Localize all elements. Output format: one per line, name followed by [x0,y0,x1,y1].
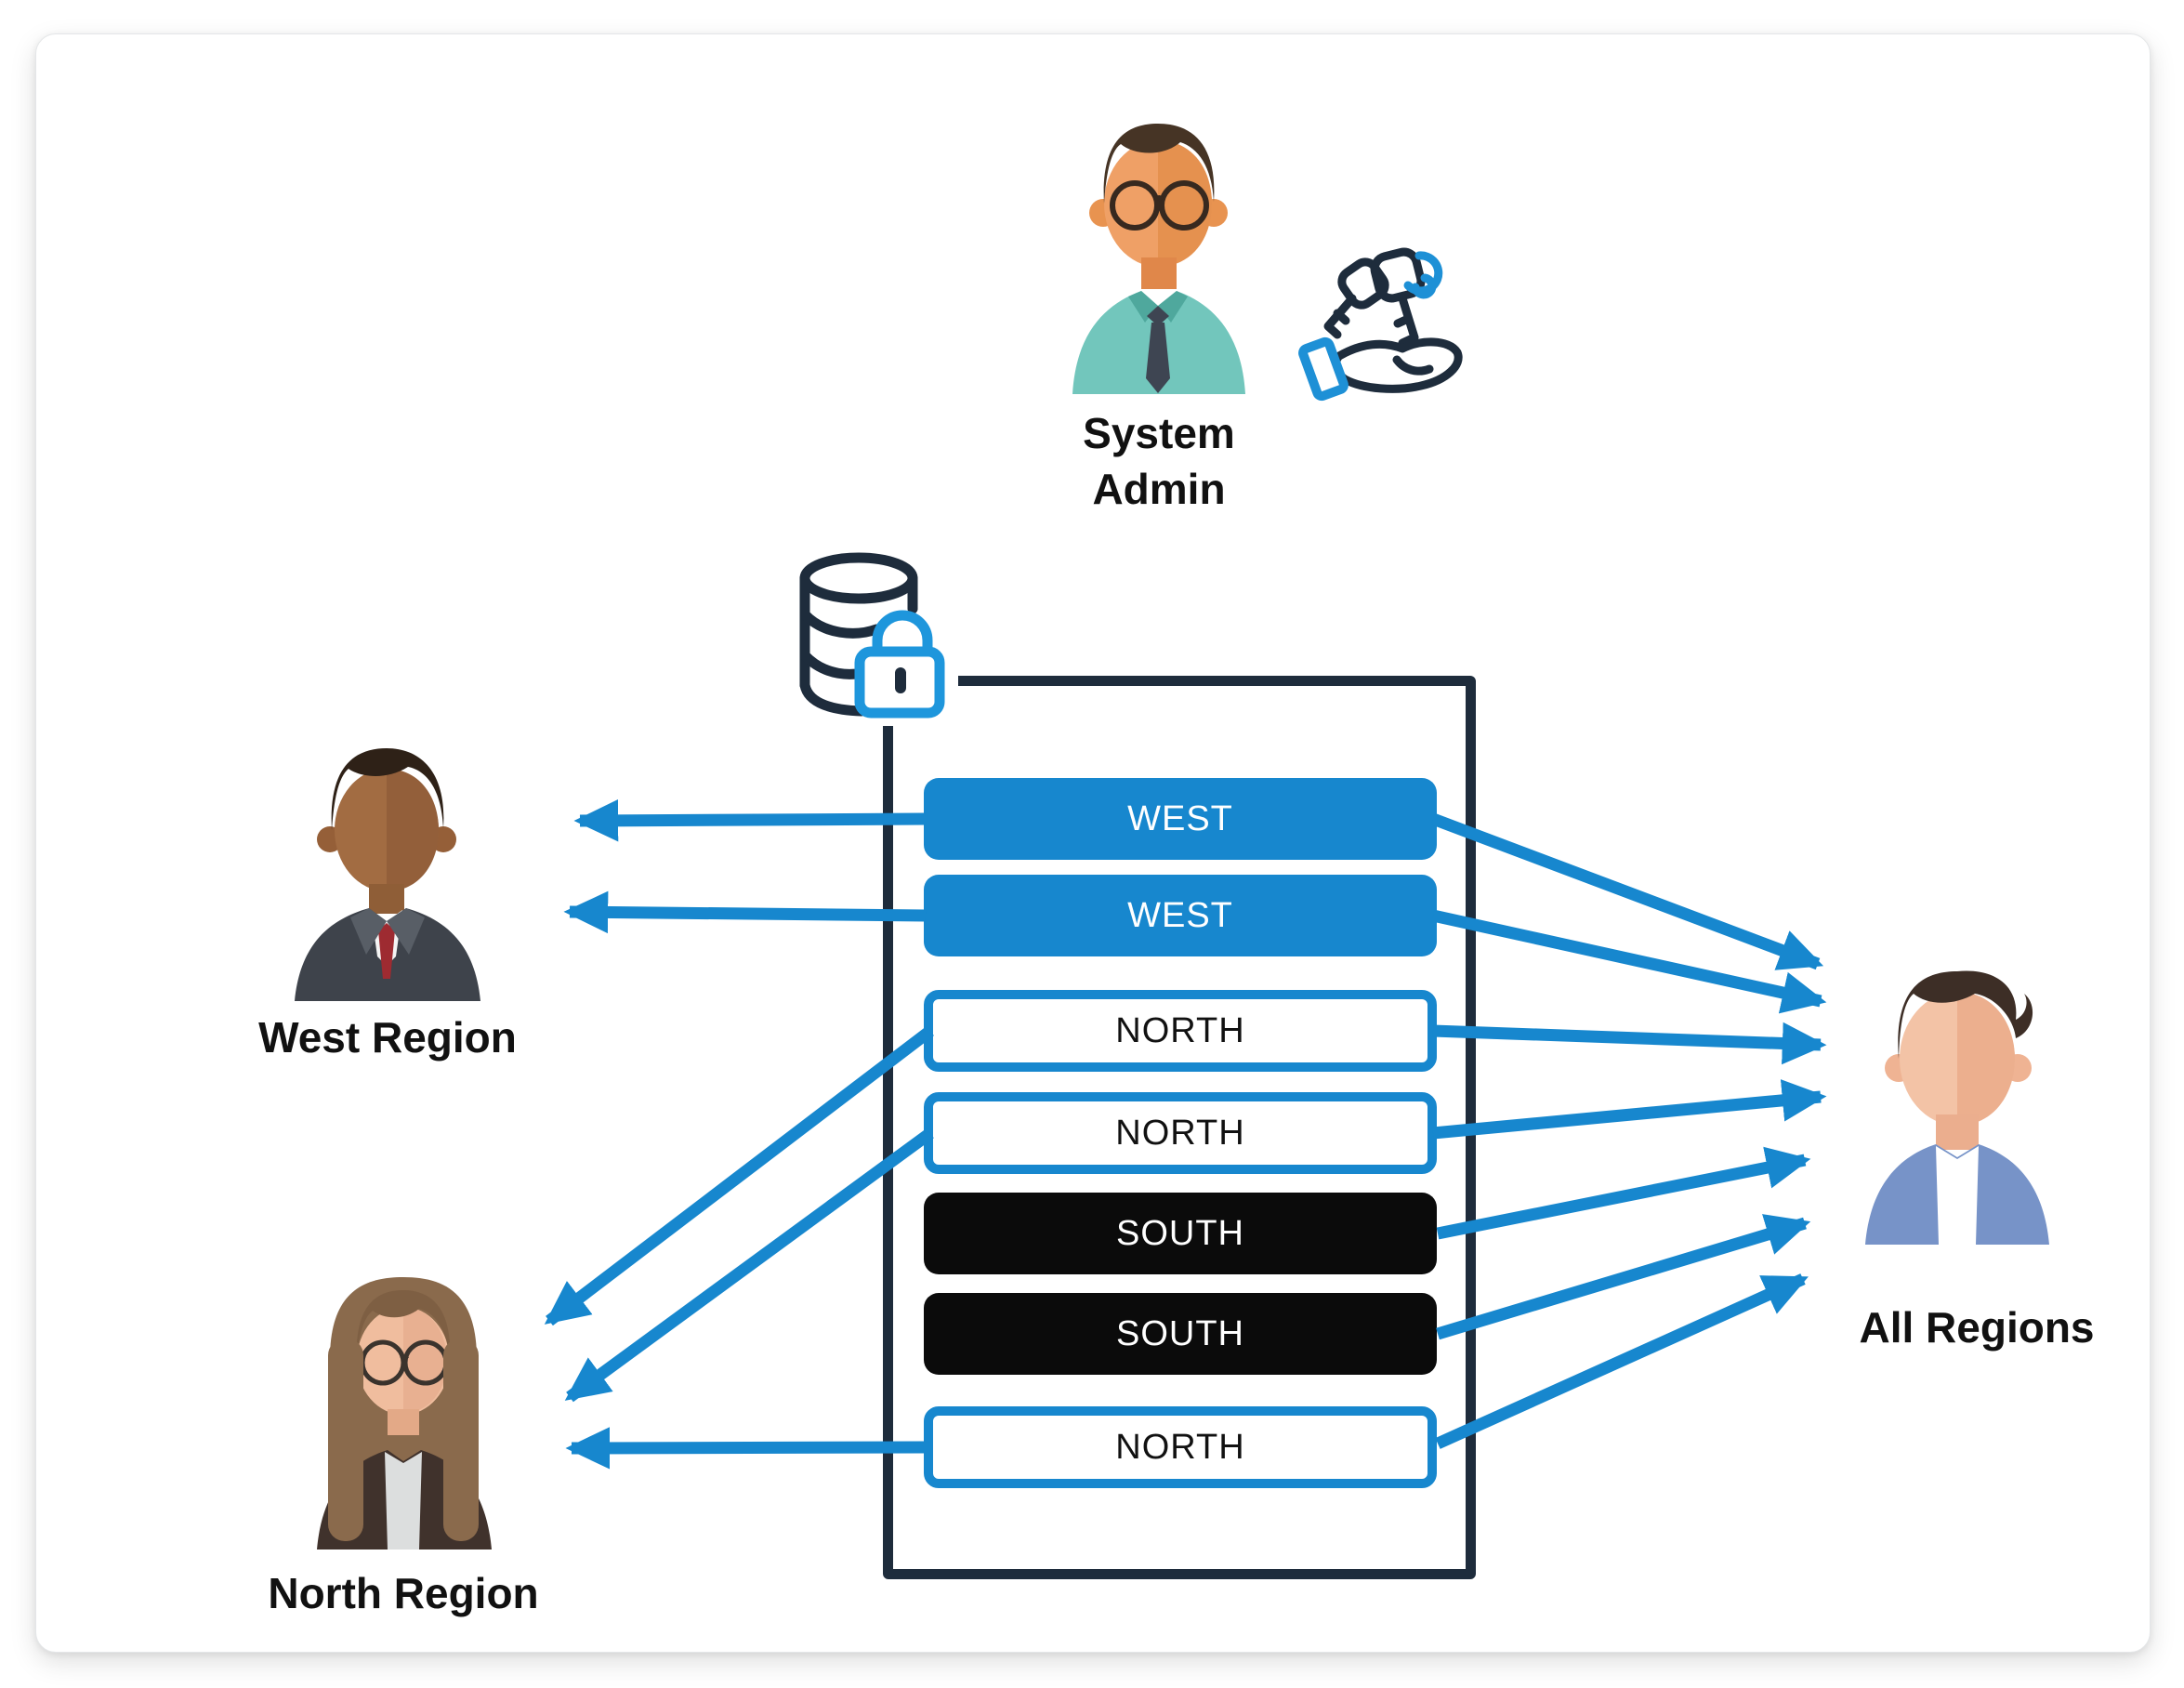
row-label: WEST [1127,798,1233,838]
arrow-north2-to-north-region [564,1128,934,1403]
arrow-north1-to-all-regions [1432,1022,1827,1065]
permission-row-north-2: NORTH [924,1092,1437,1174]
system-admin-label-line2: Admin [1092,464,1226,513]
permission-row-west-1: WEST [924,778,1437,860]
arrow-north3-to-all-regions [1435,1273,1809,1449]
diagram-card: WEST WEST NORTH NORTH SOUTH SOUTH NORTH [35,33,2151,1653]
arrow-north2-to-all-regions [1432,1079,1827,1140]
keys-in-hand-icon [1298,247,1463,402]
row-label: WEST [1127,895,1233,935]
system-admin-label: System Admin [1020,406,1298,518]
arrow-west1-to-west-region [573,799,927,842]
system-admin-label-line1: System [1083,409,1235,457]
database-lock-icon [799,552,945,719]
row-label: SOUTH [1116,1213,1244,1253]
row-label: NORTH [1115,1427,1245,1467]
lock-shackle [872,610,933,657]
north-region-label: North Region [268,1569,539,1617]
arrow-west1-to-all-regions [1430,812,1824,970]
arrow-north3-to-north-region [565,1427,927,1470]
north-region-avatar [317,1277,492,1550]
arrow-south1-to-all-regions [1436,1146,1811,1240]
permission-row-west-2: WEST [924,875,1437,956]
arrow-west2-to-west-region [563,890,927,934]
lock-keyhole [895,667,906,693]
all-regions-label: All Regions [1859,1303,2095,1352]
west-region-avatar [295,748,480,1001]
west-region-label: West Region [258,1013,517,1062]
permission-row-south-2: SOUTH [924,1293,1437,1375]
all-regions-avatar [1865,970,2049,1245]
arrow-south2-to-all-regions [1436,1214,1811,1340]
connection-arrows [544,799,1827,1470]
row-label: NORTH [1115,1010,1245,1050]
arrow-north1-to-north-region [544,1025,934,1326]
permission-row-north-3: NORTH [924,1406,1437,1488]
glasses-icon [1110,180,1209,231]
arrow-west2-to-all-regions [1431,909,1827,1014]
admin-avatar [1072,124,1245,394]
permission-row-south-1: SOUTH [924,1193,1437,1274]
cuff-icon [1298,336,1349,402]
row-label: NORTH [1115,1113,1245,1153]
row-label: SOUTH [1116,1313,1244,1353]
